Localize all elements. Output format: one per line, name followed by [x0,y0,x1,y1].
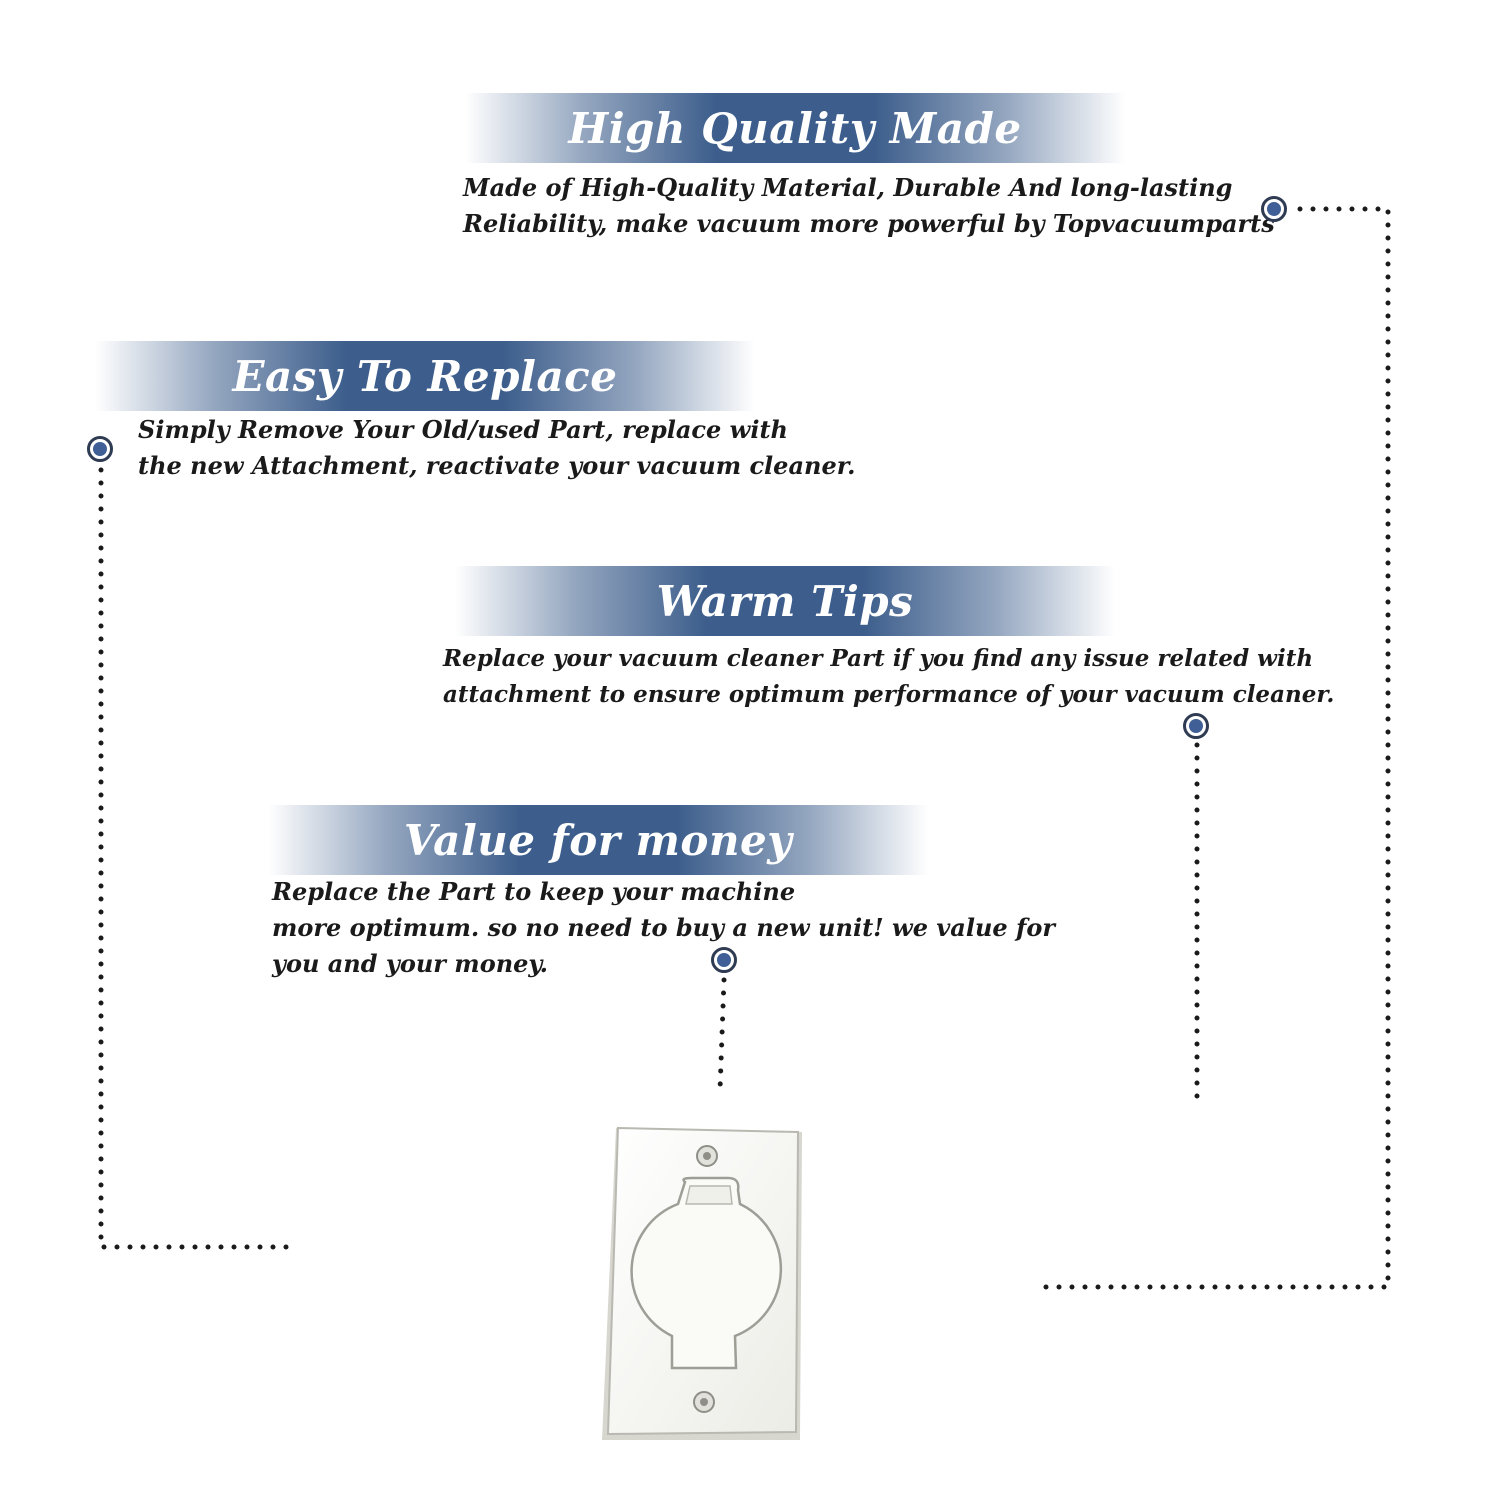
easy-replace-line-2: the new Attachment, reactivate your vacu… [138,451,856,480]
vacuum-inlet-wall-plate-icon [602,1126,802,1440]
connector-easy-replace [98,467,301,1250]
easy-replace-description: Simply Remove Your Old/used Part, replac… [138,412,856,484]
warm-tips-banner: Warm Tips [455,566,1115,636]
value-money-description: Replace the Part to keep your machine mo… [272,874,1055,982]
warm-tips-description: Replace your vacuum cleaner Part if you … [443,641,1334,713]
warm-tips-line-2: attachment to ensure optimum performance… [443,681,1335,708]
high-quality-title: High Quality Made [568,103,1022,153]
high-quality-line-1: Made of High-Quality Material, Durable A… [463,173,1233,202]
value-money-line-1: Replace the Part to keep your machine [272,877,796,906]
easy-replace-banner: Easy To Replace [95,341,755,411]
warm-tips-marker-icon [1183,713,1209,739]
value-money-line-3: you and your money. [272,949,548,978]
high-quality-banner: High Quality Made [465,93,1125,163]
connector-high-quality [1037,206,1391,1290]
easy-replace-title: Easy To Replace [232,351,618,401]
value-money-banner: Value for money [268,805,928,875]
warm-tips-line-1: Replace your vacuum cleaner Part if you … [443,645,1314,672]
easy-replace-marker-icon [87,436,113,462]
high-quality-marker-icon [1261,196,1287,222]
high-quality-line-2: Reliability, make vacuum more powerful b… [463,209,1275,238]
value-money-marker-icon [711,947,737,973]
easy-replace-line-1: Simply Remove Your Old/used Part, replac… [138,415,788,444]
high-quality-description: Made of High-Quality Material, Durable A… [463,170,1275,242]
connector-value-money [717,977,727,1093]
warm-tips-title: Warm Tips [656,576,914,626]
value-money-line-2: more optimum. so no need to buy a new un… [272,913,1055,942]
value-money-title: Value for money [403,815,793,865]
